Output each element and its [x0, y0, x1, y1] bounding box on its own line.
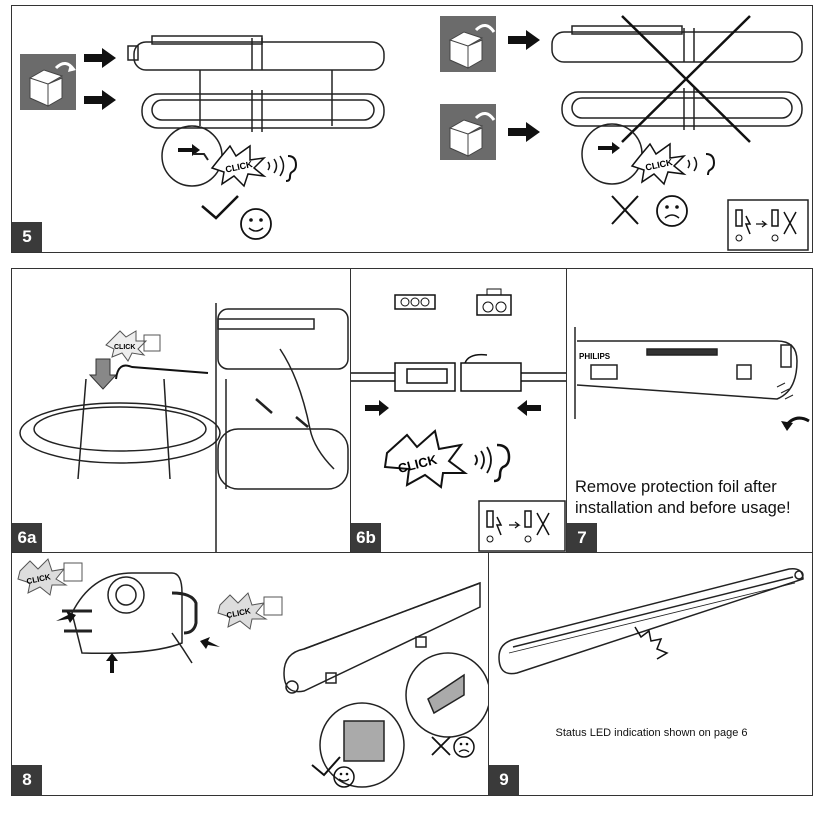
- arrow-right-icon: [84, 48, 116, 110]
- arrow-right-icon: [56, 611, 76, 623]
- cable-hook: [115, 364, 209, 380]
- luminaire-tray: [561, 88, 803, 130]
- smiley-happy-icon: [333, 766, 355, 788]
- click-burst-icon: CLICK: [383, 429, 468, 489]
- step-7-caption: Remove protection foil after installatio…: [575, 477, 812, 519]
- connector-male-icon: [394, 294, 436, 310]
- step-5-illustration: CLICK: [20, 15, 809, 251]
- step-9-illustration: [498, 567, 804, 675]
- smiley-sad-icon: [453, 736, 475, 758]
- ear-icon: [474, 443, 511, 483]
- arrow-left-icon: [200, 637, 220, 649]
- luminaire-tray-open: [19, 378, 221, 480]
- arrow-left-icon: [517, 400, 541, 416]
- step-number-badge: 6b: [351, 523, 381, 553]
- step-6a-illustration: CLICK: [19, 303, 349, 553]
- step-number-badge: 5: [12, 222, 42, 252]
- luminaire-tray: [141, 70, 385, 132]
- click-burst-icon: CLICK: [217, 592, 283, 630]
- zoom-detail-circle: [405, 652, 489, 738]
- click-burst-icon: CLICK: [105, 330, 161, 362]
- cross-mark-icon: [431, 736, 451, 756]
- luminaire-closed: [551, 25, 803, 63]
- step-number-badge: 8: [12, 765, 42, 795]
- cross-mark-icon: [611, 195, 639, 225]
- box-open-icon: [20, 54, 76, 110]
- step-number-badge: 6a: [12, 523, 42, 553]
- panel-step-6a: CLICK 6a: [11, 268, 352, 554]
- step-6b-illustration: CLICK: [351, 288, 567, 552]
- caption-line-2: installation and before usage!: [575, 499, 791, 517]
- arrow-right-icon: [365, 400, 389, 416]
- panel-step-7: PHILIPS Remove protection foil after ins…: [566, 268, 813, 554]
- check-mark-icon: [201, 195, 239, 220]
- connector-pair: [351, 353, 567, 392]
- power-off-warning-icon: [478, 500, 566, 552]
- svg-text:CLICK: CLICK: [114, 344, 135, 351]
- luminaire-perspective: [283, 581, 481, 694]
- step-7-illustration: PHILIPS: [574, 327, 810, 431]
- brand-label: PHILIPS: [579, 352, 611, 361]
- check-mark-icon: [311, 756, 341, 777]
- luminaire-closed: [127, 35, 385, 71]
- power-off-warning-icon: [727, 199, 809, 251]
- luminaire-closeup: [215, 303, 349, 553]
- arrow-right-icon: [508, 30, 540, 142]
- click-burst-icon: CLICK: [630, 142, 687, 186]
- cross-mark-icon: [621, 15, 751, 143]
- panel-step-5: CLICK: [11, 5, 813, 253]
- step-8-illustration: CLICK CLICK: [17, 558, 489, 788]
- luminaire-perspective: [498, 567, 804, 675]
- panel-step-9: Status LED indication shown on page 6 9: [488, 552, 813, 796]
- zoom-detail-circle: [319, 702, 405, 788]
- status-led-indicator: [634, 626, 669, 660]
- luminaire-side: [574, 327, 798, 419]
- ear-icon: [687, 153, 716, 176]
- panel-step-8: CLICK CLICK: [11, 552, 490, 796]
- step-9-caption: Status LED indication shown on page 6: [555, 727, 748, 739]
- arrow-up-icon: [106, 653, 118, 673]
- box-open-icon: [440, 16, 496, 72]
- zoom-detail-circle: [161, 125, 223, 187]
- panel-step-6b: CLICK 6b: [350, 268, 568, 554]
- smiley-happy-icon: [240, 208, 272, 240]
- step-number-badge: 9: [489, 765, 519, 795]
- endcap-closeup: [62, 572, 198, 664]
- arrow-down-icon: [88, 358, 118, 390]
- connector-female-icon: [476, 288, 512, 316]
- click-burst-icon: CLICK: [210, 144, 267, 188]
- smiley-sad-icon: [656, 195, 688, 227]
- step-number-badge: 7: [567, 523, 597, 553]
- ear-icon: [267, 155, 298, 182]
- box-open-icon: [440, 104, 496, 160]
- zoom-detail-circle: [581, 123, 643, 185]
- caption-line-1: Remove protection foil after: [575, 478, 777, 496]
- click-burst-icon: CLICK: [17, 558, 83, 596]
